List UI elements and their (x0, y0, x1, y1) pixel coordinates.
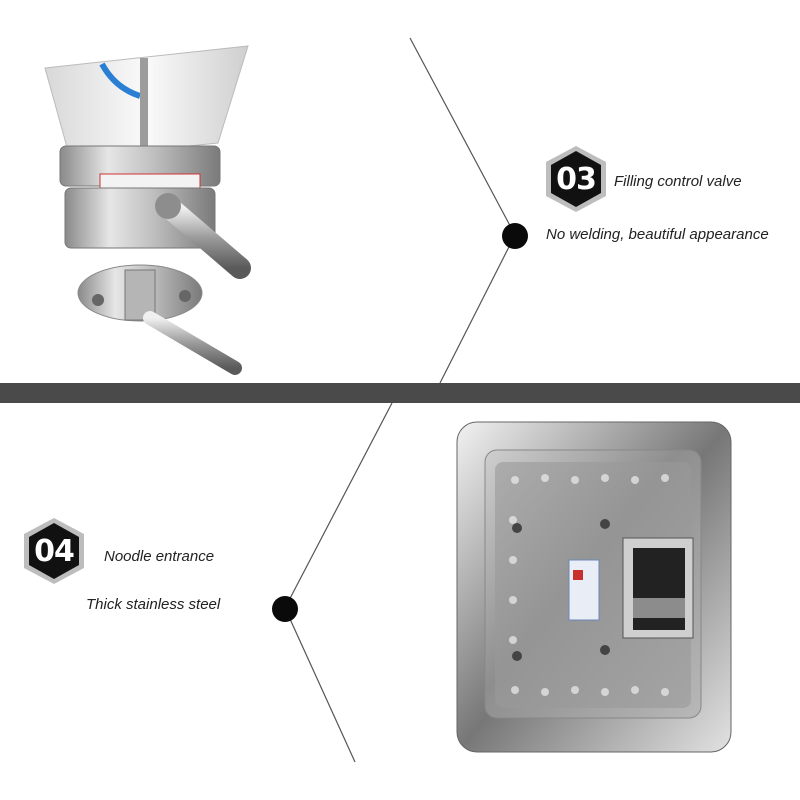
bottom-connector-dot (272, 596, 298, 622)
top-connector-dot (502, 223, 528, 249)
top-connector-line (409, 37, 516, 384)
badge-number: 04 (34, 533, 75, 569)
bottom-subtitle: Thick stainless steel (86, 596, 221, 613)
bottom-title: Noodle entrance (104, 548, 215, 565)
hexagon-badge-icon (24, 518, 84, 584)
top-subtitle: No welding, beautiful appearance (546, 226, 769, 243)
top-title: Filling control valve (614, 173, 742, 190)
noodle-entrance-photo (456, 421, 732, 753)
badge-04: 04 (22, 516, 86, 586)
badge-03: 03 (544, 144, 608, 214)
section-divider (0, 383, 800, 403)
hexagon-badge-icon (546, 146, 606, 212)
badge-number: 03 (556, 161, 597, 197)
filling-valve-photo (44, 45, 251, 375)
